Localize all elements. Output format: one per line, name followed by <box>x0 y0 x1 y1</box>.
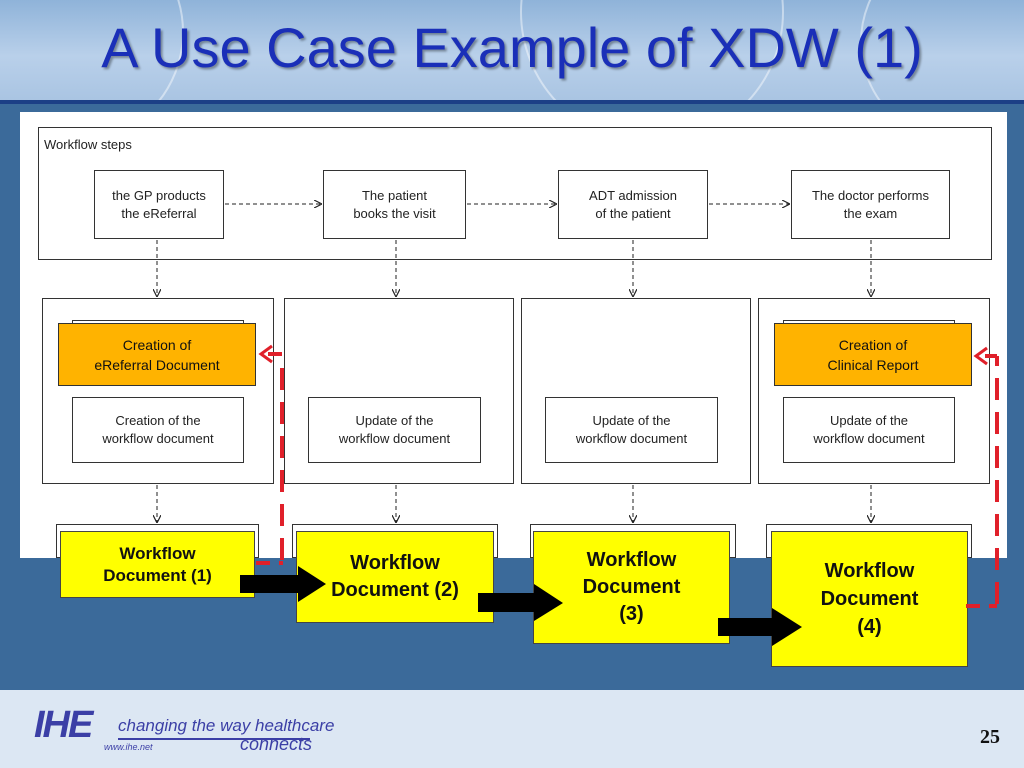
footer-tagline: changing the way healthcare <box>118 716 335 735</box>
footer <box>0 690 1024 768</box>
tagline-underline <box>118 738 310 740</box>
workflow-document-2: Workflow Document (2) <box>296 531 494 623</box>
ihe-logo: IHE <box>34 704 93 746</box>
slide-title: A Use Case Example of XDW (1) <box>101 16 923 79</box>
workflow-document-1: Workflow Document (1) <box>60 531 255 598</box>
update-workflow-document-2: Update of the workflow document <box>308 397 481 463</box>
update-workflow-document-3: Update of the workflow document <box>545 397 718 463</box>
creation-clinical-report: Creation of Clinical Report <box>774 323 972 386</box>
step-gp-ereferral: the GP products the eReferral <box>94 170 224 239</box>
creation-ereferral-document: Creation of eReferral Document <box>58 323 256 386</box>
workflow-steps-label: Workflow steps <box>44 137 132 152</box>
workflow-document-4: Workflow Document (4) <box>771 531 968 667</box>
step-doctor-exam: The doctor performs the exam <box>791 170 950 239</box>
step-adt-admission: ADT admission of the patient <box>558 170 708 239</box>
workflow-document-3: Workflow Document (3) <box>533 531 730 644</box>
globe-decoration <box>860 0 1024 102</box>
update-workflow-document-4: Update of the workflow document <box>783 397 955 463</box>
page-number: 25 <box>980 726 1000 748</box>
header-banner <box>0 0 1024 102</box>
step-patient-books-visit: The patient books the visit <box>323 170 466 239</box>
footer-connects: connects <box>240 734 313 754</box>
header-divider <box>0 100 1024 104</box>
creation-workflow-document: Creation of the workflow document <box>72 397 244 463</box>
footer-url: www.ihe.net <box>104 742 153 752</box>
